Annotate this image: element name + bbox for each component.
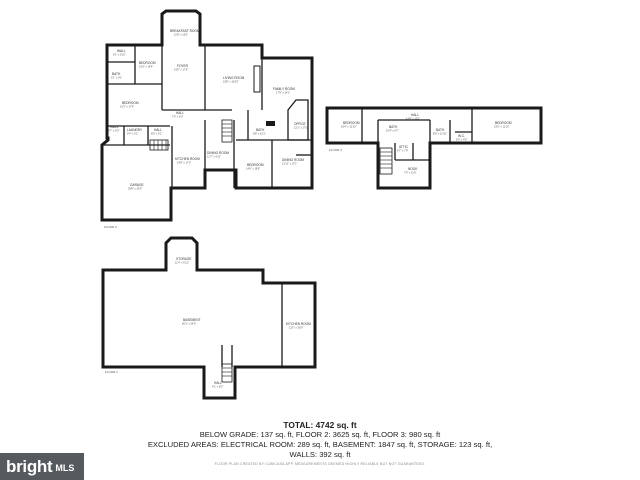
floor-2-stairs <box>149 119 233 151</box>
room-dimension: 14'6" x 18'6" <box>246 167 260 171</box>
room-label: GARAGE <box>130 183 144 187</box>
room-dimension: 16'4" x 11'10" <box>341 125 357 129</box>
room-dimension: 17'9" x 14'1" <box>276 91 290 95</box>
brand-mls-mark: MLS <box>55 463 75 473</box>
room-dimension: 4'1" x 8'2" <box>212 385 223 389</box>
room-label: ATTIC <box>399 145 409 149</box>
room-dimension: 11'4" x 6'11" <box>175 261 189 265</box>
total-area: TOTAL: 4742 sq. ft <box>283 420 357 430</box>
floor-2-plan: WALL 5'1" x 5'10" BEDROOM 16'5" x 14'4" … <box>100 9 314 229</box>
room-label: OFFICE <box>294 122 306 126</box>
room-label: HALL <box>154 128 162 132</box>
room-label: WALL <box>110 125 119 129</box>
room-label: FOYER <box>177 64 189 68</box>
room-dimension: 12'0" x 30'0" <box>289 326 303 330</box>
room-dimension: 56'1" x 24'0" <box>182 322 196 326</box>
room-label: BATH <box>389 125 398 129</box>
brand-wordmark: bright <box>6 456 53 476</box>
room-label: BREAKFAST ROOM <box>170 29 200 33</box>
floor-1-outline <box>101 236 317 400</box>
room-label: WALL <box>117 49 126 53</box>
floor-label: FLOOR 3 <box>329 148 342 152</box>
floor-1-stairs <box>221 363 233 383</box>
room-label: BEDROOM <box>495 121 512 125</box>
excluded-areas-line: EXCLUDED AREAS: ELECTRICAL ROOM: 289 sq.… <box>147 440 493 449</box>
floor-2-room-labels: WALL 5'1" x 5'10" BEDROOM 16'5" x 14'4" … <box>108 29 308 191</box>
room-label: BATH <box>112 72 121 76</box>
room-label: BEDROOM <box>247 163 264 167</box>
room-label: FAMILY ROOM <box>273 87 295 91</box>
brand-logo: bright MLS <box>0 453 84 480</box>
room-dimension: 5'1" x 9'1" <box>111 76 122 80</box>
room-label: KITCHEN ROOM <box>175 157 200 161</box>
floor-2-electrical-block <box>266 121 275 126</box>
area-summary: TOTAL: 4742 sq. ft BELOW GRADE: 137 sq. … <box>0 420 640 460</box>
disclaimer-text: FLOOR PLAN CREATED BY CUBICASA APP. MEAS… <box>214 462 426 466</box>
floor-3-plan: BEDROOM 16'4" x 11'10" HALL 14'4" x 11'0… <box>325 106 543 190</box>
room-dimension: 12'7" x 9'11" <box>207 155 221 159</box>
room-dimension: 19'8" x 16'10" <box>223 80 239 84</box>
room-dimension: 7'6" x 6'3" <box>172 115 183 119</box>
room-dimension: 23'5" x 11'10" <box>494 125 510 129</box>
room-dimension: 29'8" x 26'3" <box>128 187 142 191</box>
room-label: STORAGE <box>176 257 192 261</box>
room-dimension: 6'4" x 5'1" <box>127 132 138 136</box>
room-dimension: 10'4" x 6'7" <box>386 129 399 133</box>
room-dimension: 16'3" x 17'4" <box>120 105 134 109</box>
floor-3-outline <box>325 106 543 190</box>
floor-3-interior-walls <box>361 108 473 161</box>
room-dimension: 16'5" x 14'4" <box>139 65 153 69</box>
room-dimension: 8'5" x 5'1" <box>151 132 162 136</box>
floor-1-room-labels: STORAGE 11'4" x 6'11" BASEMENT 56'1" x 2… <box>175 257 311 389</box>
room-label: HALL <box>176 111 184 115</box>
room-dimension: 14'8" x 17'0" <box>177 161 191 165</box>
floor-3-stairs <box>379 147 393 175</box>
floor-2-outline <box>100 9 314 222</box>
floor-2-fireplace <box>253 65 261 93</box>
room-label: HALL <box>411 113 419 117</box>
room-dimension: 12'1" x 17'1" <box>294 126 308 130</box>
room-label: DINING ROOM <box>282 158 304 162</box>
floor-1-plan: STORAGE 11'4" x 6'11" BASEMENT 56'1" x 2… <box>101 236 317 400</box>
room-dimension: 11'8" x 12'5" <box>174 33 188 37</box>
floor-label: FLOOR 1 <box>105 370 118 374</box>
room-label: HALL <box>214 381 222 385</box>
room-label: DINING ROOM <box>207 151 229 155</box>
floor-label: FLOOR 2 <box>104 225 117 229</box>
floor-3-room-labels: BEDROOM 16'4" x 11'10" HALL 14'4" x 11'0… <box>341 113 512 175</box>
area-breakdown-line: BELOW GRADE: 137 sq. ft, FLOOR 2: 3625 s… <box>199 430 441 439</box>
room-dimension: 8'0" x 11'10" <box>433 132 447 136</box>
room-label: BATH <box>256 128 265 132</box>
room-label: NOOK <box>408 167 418 171</box>
room-dimension: 19'0" x 17'6" <box>174 68 188 72</box>
floor-2-interior-walls <box>102 45 312 188</box>
room-dimension: 5'0" x 4'0" <box>456 138 467 142</box>
room-label: BASEMENT <box>183 318 201 322</box>
room-label: LIVING ROOM <box>223 76 245 80</box>
room-label: BEDROOM <box>343 121 360 125</box>
walls-area-line: WALLS: 392 sq. ft <box>289 450 351 459</box>
room-dimension: 8'8" x 10'1" <box>253 132 266 136</box>
room-label: KITCHEN ROOM <box>286 322 311 326</box>
room-dimension: 9'7" x 7'9" <box>397 149 408 153</box>
room-label: LAUNDRY <box>127 128 143 132</box>
room-label: W.C. <box>458 134 465 138</box>
room-dimension: 4'7" x 9'3" <box>108 129 119 133</box>
room-dimension: 5'1" x 5'10" <box>113 53 126 57</box>
room-dimension: 7'0" x 11'0" <box>404 171 417 175</box>
room-dimension: 13'11" x 17'1" <box>282 162 298 166</box>
room-label: BEDROOM <box>122 101 139 105</box>
room-label: BATH <box>436 128 445 132</box>
room-dimension: 14'4" x 11'0" <box>406 117 420 121</box>
floor-1-interior-walls <box>221 283 283 367</box>
room-label: BEDROOM <box>139 61 156 65</box>
